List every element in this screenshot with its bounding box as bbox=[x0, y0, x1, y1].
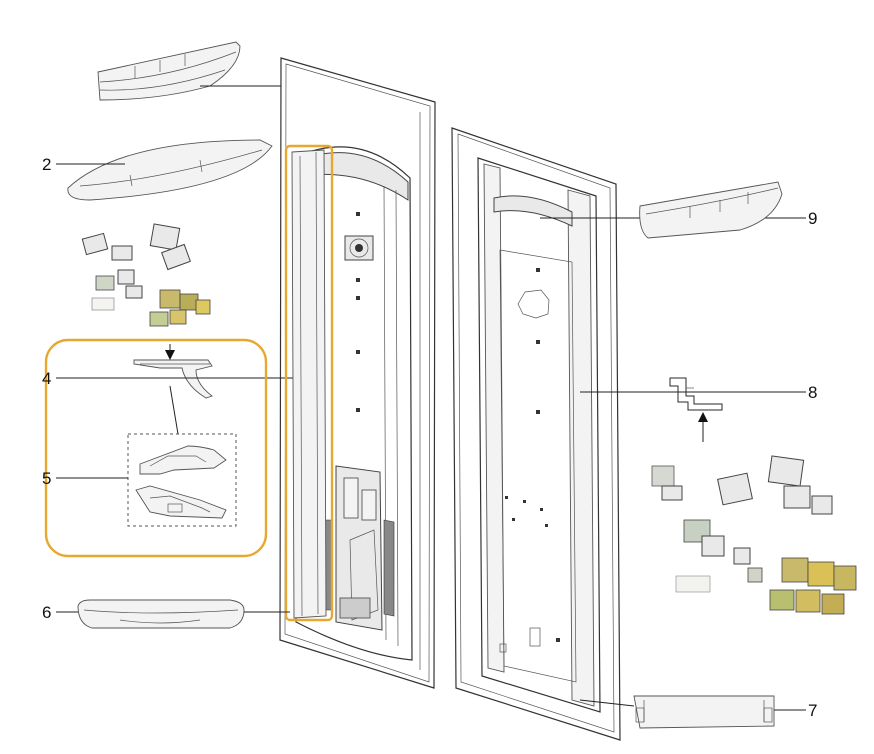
callout-2: 2 bbox=[42, 155, 51, 174]
leader-line-7-left bbox=[579, 699, 635, 707]
callout-4: 4 bbox=[42, 369, 51, 388]
callout-9: 9 bbox=[808, 209, 817, 228]
fastener-pile-left bbox=[81, 223, 211, 327]
detail-connector-line bbox=[169, 385, 179, 435]
top-cover-part bbox=[97, 41, 241, 101]
detail-inset bbox=[44, 338, 268, 558]
callout-7: 7 bbox=[808, 701, 817, 720]
highlight-frame-detail bbox=[44, 338, 268, 558]
highlighted-side-rail bbox=[284, 144, 334, 622]
arrow-down-icon bbox=[165, 350, 175, 360]
highlight-frame-rail bbox=[284, 144, 334, 622]
callout-8: 8 bbox=[808, 383, 817, 402]
curved-cap-part bbox=[67, 139, 273, 201]
fastener-pile-right bbox=[651, 455, 857, 615]
bottom-cap-left-part bbox=[77, 599, 245, 629]
callout-5: 5 bbox=[42, 469, 51, 488]
arrow-up-icon bbox=[698, 412, 708, 422]
top-cover-right-part bbox=[639, 181, 783, 239]
callout-6: 6 bbox=[42, 603, 51, 622]
clip-profile-part bbox=[669, 377, 723, 442]
right-front-panel bbox=[477, 157, 601, 713]
bottom-cap-right-part bbox=[633, 695, 775, 729]
detail-dashed-box bbox=[127, 433, 237, 527]
